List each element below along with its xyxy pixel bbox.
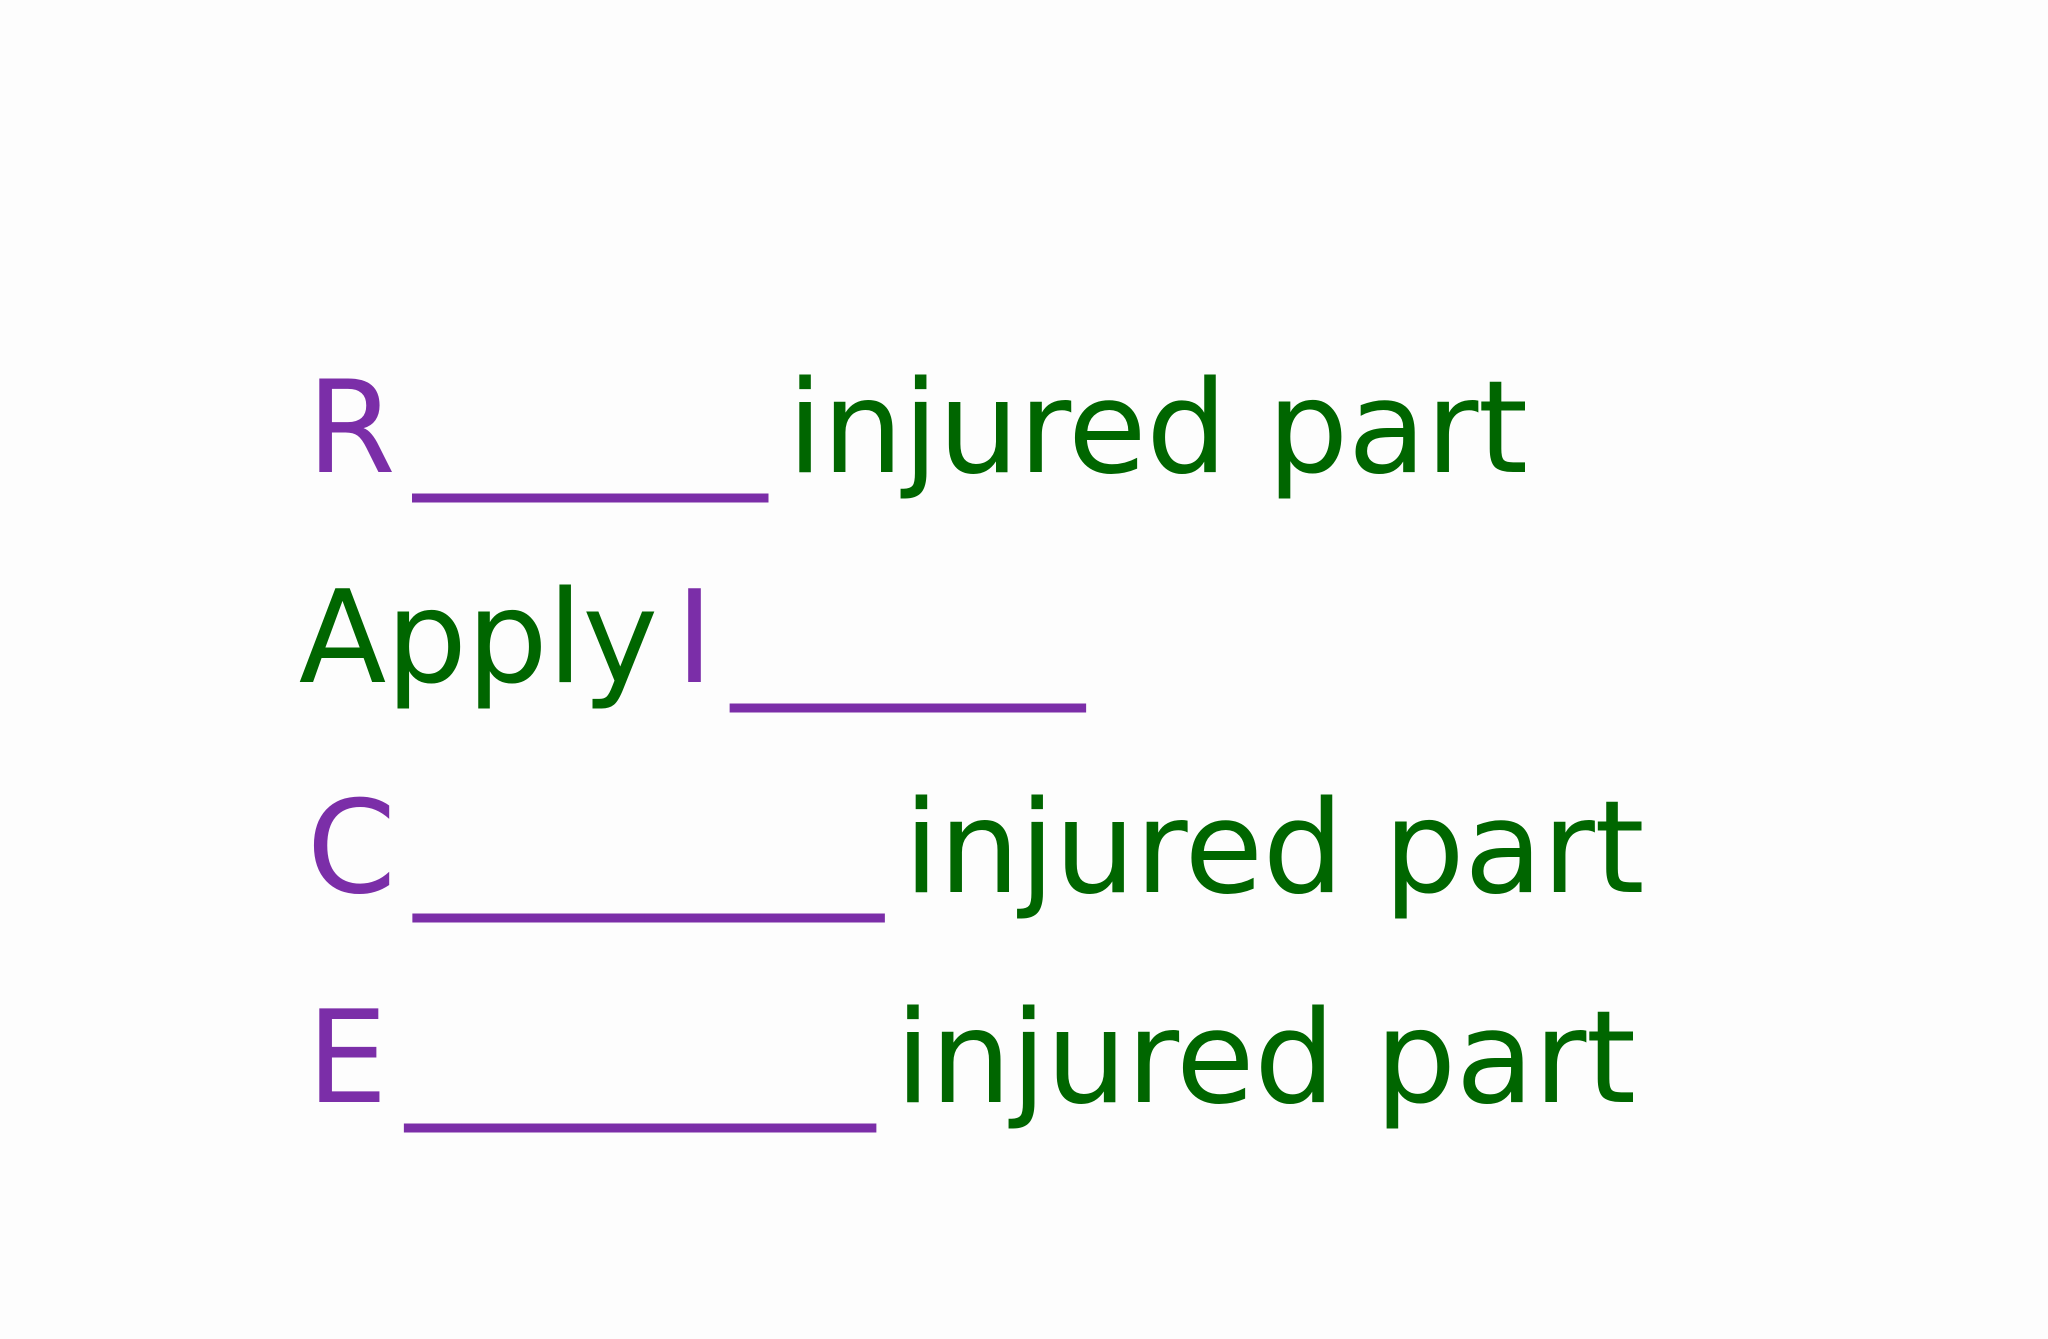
trailing-text-rest: injured part	[787, 354, 1528, 503]
worksheet-line-rest: R______injured part	[146, 205, 1528, 652]
worksheet-line-elevate: E________injured part	[146, 835, 1636, 1282]
trailing-text-compress: injured part	[903, 774, 1645, 923]
blank-field-elevate[interactable]: ________	[405, 984, 875, 1133]
mnemonic-letter-i: I	[675, 564, 714, 713]
mnemonic-letter-e: E	[306, 984, 388, 1133]
blank-field-rest[interactable]: ______	[413, 354, 767, 503]
mnemonic-letter-c: C	[306, 774, 396, 923]
worksheet-line-compress: C________injured part	[146, 625, 1645, 1072]
mnemonic-letter-r: R	[306, 354, 396, 503]
blank-field-ice[interactable]: ______	[730, 564, 1085, 713]
trailing-text-elevate: injured part	[895, 984, 1636, 1133]
blank-field-compress[interactable]: ________	[413, 774, 884, 923]
leading-text-ice: Apply	[298, 564, 658, 713]
